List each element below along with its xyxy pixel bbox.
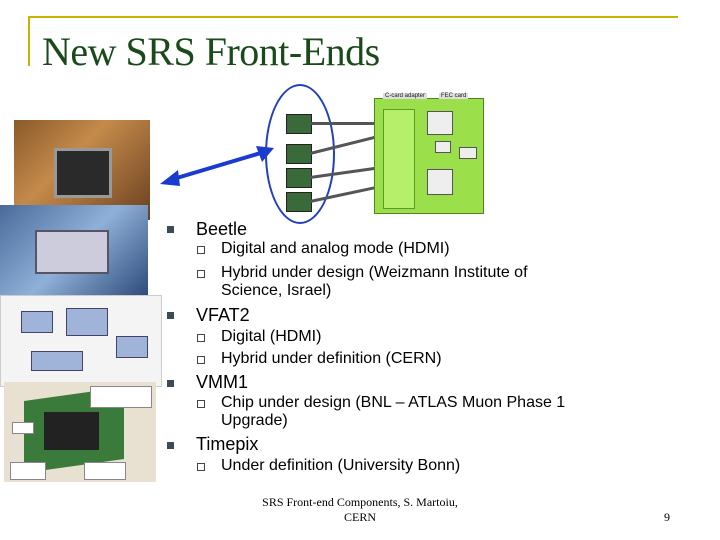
- page-number: 9: [664, 510, 670, 524]
- slide-title: New SRS Front-Ends: [42, 29, 380, 74]
- bullet-marker: [167, 312, 174, 319]
- vfat2-sub-1: Digital (HDMI): [221, 328, 322, 345]
- bullet-timepix: Timepix: [196, 434, 259, 454]
- hybrid-board-3: [286, 168, 312, 188]
- hybrid-board-2: [286, 144, 312, 164]
- sub-bullet-marker: [197, 356, 205, 364]
- bullet-marker: [167, 380, 174, 387]
- double-arrow-icon: [160, 146, 274, 186]
- hybrid-board-1: [286, 114, 312, 134]
- hybrid-highlight-ellipse: [265, 84, 335, 224]
- slide-footer: SRS Front-end Components, S. Martoiu, CE…: [228, 495, 492, 525]
- vfat2-photo: [0, 205, 148, 297]
- hybrid-board-4: [286, 192, 312, 212]
- sub-bullet-marker: [197, 334, 205, 342]
- bullet-marker: [167, 226, 174, 233]
- sub-bullet-marker: [197, 270, 205, 278]
- footer-line-2: CERN: [343, 510, 376, 524]
- fec-card: C-card adapter FEC card: [374, 93, 484, 214]
- vfat2-sub-2: Hybrid under definition (CERN): [221, 350, 442, 367]
- vmm1-sub-1: Chip under design (BNL – ATLAS Muon Phas…: [221, 394, 566, 429]
- bullet-beetle: Beetle: [196, 219, 248, 239]
- beetle-sub-1: Digital and analog mode (HDMI): [221, 240, 450, 257]
- timepix-photo: [4, 382, 156, 482]
- vmm1-schematic: [0, 295, 162, 387]
- hdmi-cable-1: [310, 122, 378, 125]
- bullet-marker: [167, 442, 174, 449]
- fec-label: FEC card: [439, 93, 469, 99]
- beetle-photo: [14, 120, 150, 220]
- sub-bullet-marker: [197, 246, 205, 254]
- title-frame-top: [28, 16, 678, 18]
- title-frame-left: [28, 16, 30, 66]
- beetle-sub-2: Hybrid under design (Weizmann Institute …: [221, 264, 528, 299]
- bullet-vfat2: VFAT2: [196, 305, 250, 325]
- bullet-vmm1: VMM1: [196, 372, 249, 392]
- sub-bullet-marker: [197, 463, 205, 471]
- footer-line-1: SRS Front-end Components, S. Martoiu,: [262, 495, 458, 509]
- adapter-label: C-card adapter: [383, 93, 428, 99]
- timepix-sub-1: Under definition (University Bonn): [221, 457, 461, 474]
- sub-bullet-marker: [197, 400, 205, 408]
